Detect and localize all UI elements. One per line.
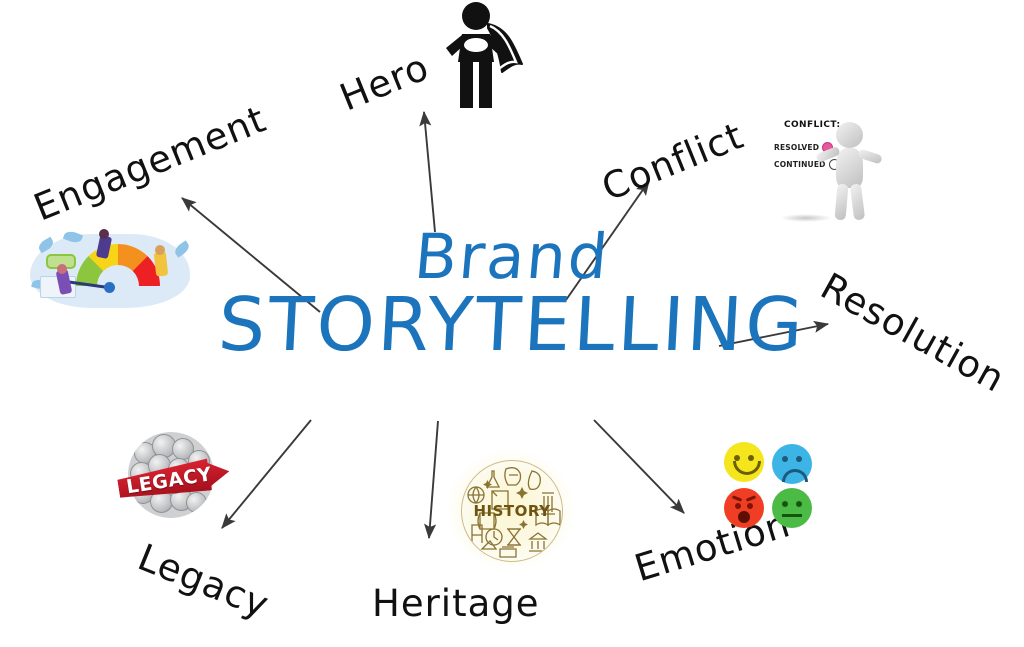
person-head xyxy=(99,229,109,239)
gauge-pivot xyxy=(104,282,115,293)
heritage-icon-ring: HISTORY xyxy=(461,460,563,562)
figure-shadow xyxy=(780,214,832,222)
gauge-meter xyxy=(76,244,160,290)
person-head xyxy=(155,245,165,255)
label-resolution: Resolution xyxy=(813,264,1013,401)
heritage-center-text: HISTORY xyxy=(473,502,551,520)
label-conflict: Conflict xyxy=(595,113,750,210)
label-legacy: Legacy xyxy=(131,535,276,627)
arrow-to-resolution xyxy=(718,320,830,347)
label-heritage: Heritage xyxy=(372,582,540,625)
conflict-radio-choice-icon: CONFLICT: RESOLVED CONTINUED xyxy=(772,118,884,230)
conflict-option-continued-label: CONTINUED xyxy=(774,160,826,169)
label-engagement: Engagement xyxy=(27,97,273,230)
legacy-coin-ball-icon: LEGACY xyxy=(118,428,236,528)
conflict-heading: CONFLICT: xyxy=(784,120,841,130)
arrow-to-hero xyxy=(419,110,436,233)
conflict-option-resolved-label: RESOLVED xyxy=(774,143,820,152)
3d-figure xyxy=(815,122,883,222)
history-circle-icon: HISTORY xyxy=(448,450,574,570)
engagement-gauge-icon xyxy=(24,224,196,316)
arrow-to-emotion xyxy=(593,419,685,514)
person-head xyxy=(57,264,67,274)
emoji-faces-icon xyxy=(722,442,818,528)
emoji-angry xyxy=(724,488,764,528)
emoji-sad xyxy=(772,444,812,484)
emoji-happy xyxy=(724,442,764,482)
arrow-to-engagement xyxy=(181,197,321,313)
superhero-silhouette-icon xyxy=(430,2,530,110)
label-hero: Hero xyxy=(333,45,436,120)
person-figure xyxy=(153,251,169,277)
arrow-to-heritage xyxy=(424,420,439,540)
emoji-neutral xyxy=(772,488,812,528)
